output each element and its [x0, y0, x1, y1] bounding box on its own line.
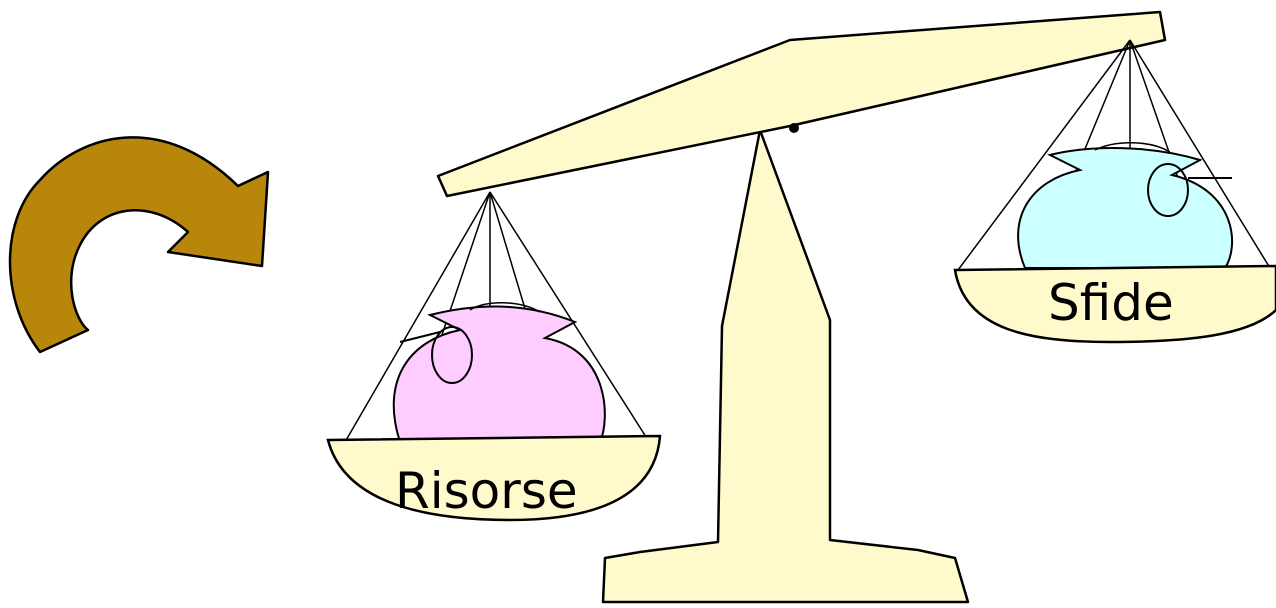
scale-base — [601, 128, 970, 604]
curved-arrow-icon — [8, 136, 270, 354]
right-pan-assembly: Sfide — [953, 39, 1276, 344]
right-pan-label: Sfide — [1048, 274, 1174, 332]
left-pan-dish — [326, 434, 662, 522]
left-sack — [392, 302, 606, 443]
left-pan-assembly: Risorse — [326, 191, 662, 522]
right-pan-dish — [953, 264, 1276, 344]
scale-beam — [436, 10, 1167, 198]
right-sack — [1017, 142, 1234, 269]
left-pan-label: Risorse — [395, 462, 578, 520]
pivot-point — [789, 123, 799, 133]
